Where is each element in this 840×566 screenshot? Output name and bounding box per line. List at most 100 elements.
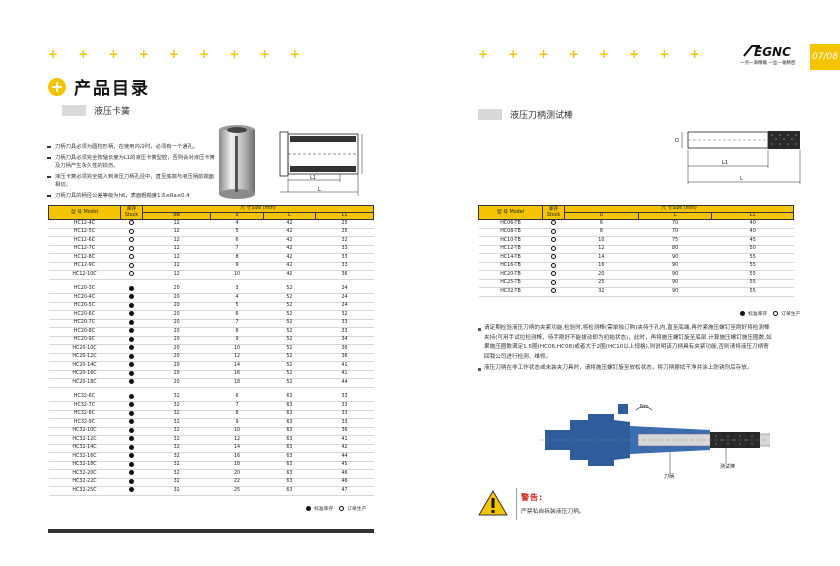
col-l-header: L: [262, 212, 317, 220]
stock-cell: [120, 336, 143, 345]
table-cell: 14: [564, 253, 639, 263]
warning-divider: [516, 488, 517, 520]
stock-cell: [120, 253, 143, 263]
table-cell: HC32-TB: [478, 287, 543, 297]
stock-cell: [120, 353, 143, 362]
dim-l1: L1: [310, 175, 316, 181]
table-cell: 7: [210, 401, 264, 411]
table-cell: 20: [564, 270, 639, 280]
table-cell: 12: [142, 228, 211, 237]
stock-cell: [120, 427, 143, 436]
stock-cell: [120, 478, 143, 487]
holder-label: 刀柄: [664, 473, 674, 480]
legend-standard-stock: 标准库存: [314, 507, 334, 512]
table-cell: 80: [638, 245, 712, 254]
filled-dot-icon: [129, 294, 134, 299]
plus-decoration: + + + + + + + +: [478, 47, 708, 61]
open-circle-icon: [551, 220, 556, 225]
table-cell: HC20-3C: [48, 285, 121, 294]
table-cell: 32: [142, 401, 211, 411]
table-cell: 24: [315, 302, 374, 311]
filled-dot-icon: [129, 370, 134, 376]
table-cell: 42: [263, 228, 316, 237]
filled-dot-icon: [129, 311, 134, 316]
collet-spec-table: 型 号 Model 库存 Stock 尺 寸Size (mm) dw d L L…: [48, 205, 374, 496]
table-cell: 52: [263, 310, 316, 320]
table-cell: 32: [142, 393, 211, 402]
table-cell: 55: [711, 270, 794, 280]
open-circle-icon: [129, 220, 134, 225]
table-cell: 33: [315, 327, 374, 337]
stock-cell: [120, 319, 143, 328]
footer-bar: [48, 529, 374, 533]
table-cell: 63: [263, 452, 316, 462]
table-cell: 33: [315, 401, 374, 411]
stock-cell: [120, 310, 143, 320]
open-circle-icon: [551, 228, 556, 234]
section-heading-text: 液压卡簧: [94, 107, 131, 117]
note-item: 刀柄刀具的柄径公差等级为h6，表面粗糙度1.6≤Ra≤0.4: [47, 192, 217, 200]
table-cell: 33: [315, 410, 374, 419]
table-cell: 34: [315, 336, 374, 345]
page-number: 07/08: [810, 44, 840, 70]
table-cell: HC20-10C: [48, 344, 121, 354]
table-cell: HC20-18C: [48, 378, 121, 388]
table-cell: 63: [263, 469, 316, 479]
table-cell: 90: [638, 262, 712, 271]
dim-d: D: [675, 138, 679, 144]
table-cell: 75: [638, 236, 712, 246]
table-cell: HC14-TB: [478, 253, 543, 263]
table-cell: 55: [711, 279, 794, 288]
dim-l: L: [318, 187, 321, 193]
table-cell: 20: [142, 353, 211, 362]
egnc-logo-mark: EGNC: [743, 45, 791, 59]
warning-title: 警告:: [521, 493, 544, 502]
table-cell: 18: [210, 461, 264, 470]
table-cell: 33: [315, 418, 374, 428]
table-cell: HC32-10C: [48, 427, 121, 436]
table-cell: 4: [210, 219, 264, 229]
table-cell: 55: [711, 287, 794, 297]
open-circle-icon: [551, 262, 556, 268]
open-circle-icon: [551, 279, 556, 285]
table-cell: 70: [638, 228, 712, 237]
col-model-header: 型 号 Model: [478, 205, 543, 220]
filled-dot-icon: [129, 478, 134, 484]
torque-label: Nm: [640, 404, 649, 410]
table-cell: 45: [711, 236, 794, 246]
col-d-header: D: [564, 212, 639, 220]
table-cell: 16: [564, 262, 639, 271]
filled-dot-icon: [129, 336, 134, 342]
open-circle-icon: [551, 271, 556, 276]
table-cell: HC20-12C: [48, 353, 121, 362]
table-cell: HC20-TB: [478, 270, 543, 280]
brand-name: EGNC: [754, 45, 791, 59]
catalog-title: + 产品目录: [48, 74, 150, 99]
table-cell: 52: [263, 336, 316, 345]
col-l-header: L: [637, 212, 713, 220]
open-circle-icon: [129, 237, 134, 242]
table-cell: 45: [315, 461, 374, 470]
open-circle-icon: [551, 254, 556, 259]
table-cell: HC32-18C: [48, 461, 121, 470]
table-cell: HC20-6C: [48, 310, 121, 320]
stock-cell: [120, 461, 143, 470]
table-cell: 32: [142, 418, 211, 428]
table-cell: 25: [564, 279, 639, 288]
brand-slogan: 一点一滴精确 一丝一毫精密: [740, 61, 796, 66]
table-cell: 12: [210, 435, 264, 445]
table-cell: 36: [315, 344, 374, 354]
open-circle-icon: [339, 506, 345, 511]
